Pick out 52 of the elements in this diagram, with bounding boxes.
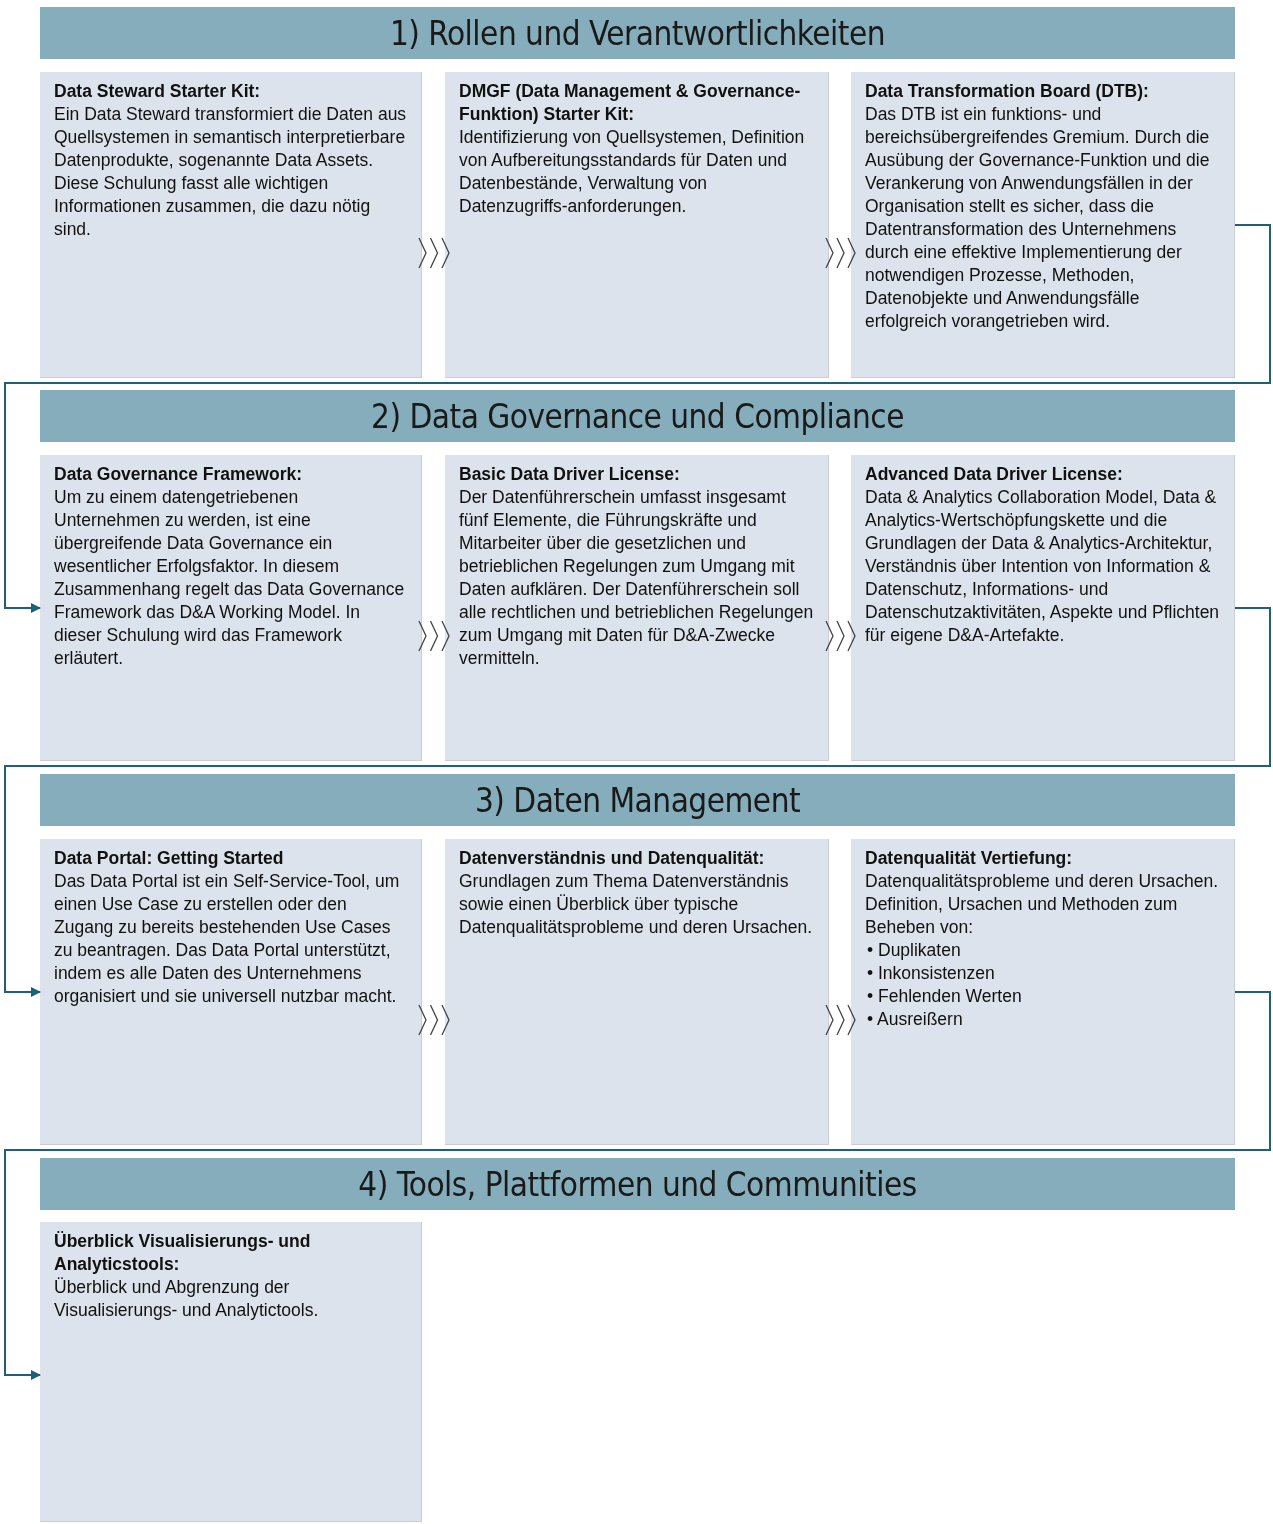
course-box — [851, 455, 1235, 761]
course-title: Data Steward Starter Kit: — [54, 80, 262, 103]
course-description: Ein Data Steward transformiert die Daten aus Quellsystemen in semantisch interpretierbare Datenprodukte, sogenannte Data Assets. Diese Schulung fasst alle wichtigen Informationen zusammen, die dazu nötig sind. — [54, 103, 408, 241]
chevron-arrow — [825, 1004, 856, 1036]
course-description: Data & Analytics Collaboration Model, Data & Analytics-Wertschöpfungskette und die Grundlagen der Data & Analytics-Architektur, Verständnis über Intention von Information & Datenschutz, Informations- und Datenschutzaktivitäten, Aspekte und Pflichten für eigene D&A-Artefakte. — [865, 486, 1221, 647]
section-title: 2) Data Governance und Compliance — [371, 396, 904, 436]
course-description: Der Datenführerschein umfasst insgesamt fünf Elemente, die Führungskräfte und Mitarbeiter über die gesetzlichen und betrieblichen Regelungen zum Umgang mit Daten aufklären. Der Datenführerschein soll alle rechtlichen und betrieblichen Regelungen zum Umgang mit Daten für D&A-Zwecke vermitteln. — [459, 486, 815, 670]
course-description: Um zu einem datengetriebenen Unternehmen zu werden, ist eine übergreifende Data Governance ein wesentlicher Erfolgsfaktor. In diesem Zusammenhang regelt das Data Governance Framework das D&A Working Model. In dieser Schulung wird das Framework erläutert. — [54, 486, 406, 670]
chevron-arrow — [418, 1004, 450, 1036]
bullet-item: • Inkonsistenzen — [866, 962, 996, 985]
course-description: Definition, Ursachen und Methoden zum Beheben von: — [865, 893, 1179, 939]
course-box — [445, 839, 829, 1145]
course-description: Identifizierung von Quellsystemen, Definition von Aufbereitungsstandards für Daten und Datenbestände, Verwaltung von Datenzugriffs-anforderungen. — [459, 126, 806, 218]
course-description: Datenqualitätsprobleme und deren Ursachen. — [865, 870, 1220, 893]
chevron-arrow — [825, 620, 856, 652]
bullet-item: • Fehlenden Werten — [866, 985, 1023, 1008]
course-box — [445, 72, 829, 378]
course-title: Basic Data Driver License: — [459, 463, 681, 486]
bullet-item: • Ausreißern — [866, 1008, 964, 1031]
course-description: Das DTB ist ein funktions- und bereichsübergreifendes Gremium. Durch die Ausübung der Governance-Funktion und die Verankerung von Anwendungsfällen in der Organisation stellt es sicher, dass die Datentransformation des Unternehmens durch eine effektive Implementierung der notwendigen Prozesse, Methoden, Datenobjekte und Anwendungsfälle erfolgreich vorangetrieben wird. — [865, 103, 1211, 333]
section-title: 1) Rollen und Verantwortlichkeiten — [389, 13, 886, 53]
course-description: Grundlagen zum Thema Datenverständnis sowie einen Überblick über typische Datenqualitätsprobleme und deren Ursachen. — [459, 870, 814, 939]
course-title: Datenqualität Vertiefung: — [865, 847, 1074, 870]
chevron-arrow — [418, 620, 450, 652]
course-box — [40, 839, 422, 1145]
course-title: DMGF (Data Management & Governance-Funktion) Starter Kit: — [459, 80, 802, 126]
chevron-arrow — [825, 237, 856, 269]
course-box — [851, 839, 1235, 1145]
section-header-band — [40, 774, 1235, 826]
bullet-item: • Duplikaten — [866, 939, 962, 962]
section-header-band — [40, 390, 1235, 442]
course-description: Das Data Portal ist ein Self-Service-Tool, um einen Use Case zu erstellen oder den Zugang zu bereits bestehenden Use Cases zu beantragen. Das Data Portal unterstützt, indem es alle Daten des Unternehmens organisiert und sie universell nutzbar macht. — [54, 870, 401, 1008]
connector-arrow — [4, 224, 1271, 613]
section-header-band — [40, 1158, 1235, 1210]
course-title: Advanced Data Driver License: — [865, 463, 1124, 486]
course-box — [445, 455, 829, 761]
course-title: Data Transformation Board (DTB): — [865, 80, 1150, 103]
course-title: Datenverständnis und Datenqualität: — [459, 847, 766, 870]
course-box — [851, 72, 1235, 378]
section-header-band — [40, 7, 1235, 59]
connector-arrow — [4, 991, 1271, 1380]
section-title: 4) Tools, Plattformen und Communities — [358, 1164, 917, 1204]
chevron-arrow — [418, 237, 450, 269]
connector-arrow — [4, 607, 1271, 997]
section-title: 3) Daten Management — [474, 780, 801, 820]
course-title: Data Portal: Getting Started — [54, 847, 285, 870]
course-title: Data Governance Framework: — [54, 463, 303, 486]
course-box — [40, 72, 422, 378]
course-title: Überblick Visualisierungs- und Analyticstools: — [54, 1230, 312, 1276]
course-box — [40, 455, 422, 761]
course-box — [40, 1222, 422, 1522]
course-description: Überblick und Abgrenzung der Visualisierungs- und Analytictools. — [54, 1276, 320, 1322]
